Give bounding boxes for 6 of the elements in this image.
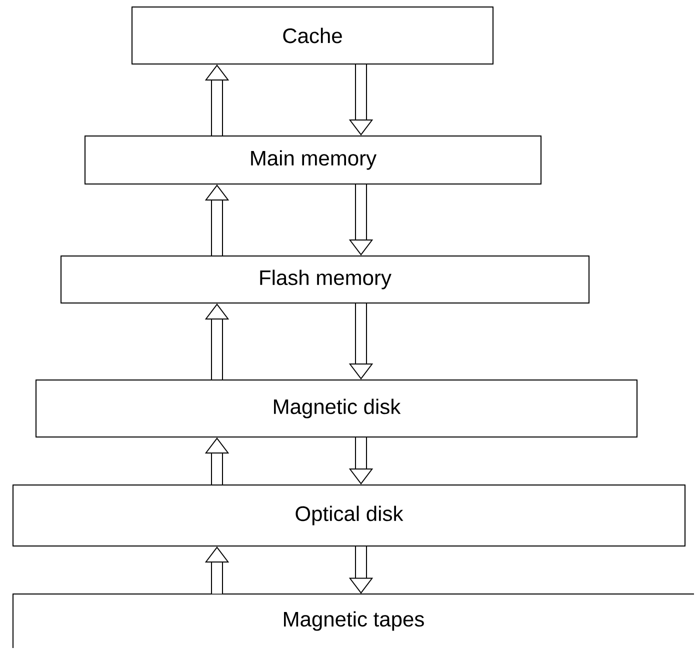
memory-box: Magnetic disk bbox=[36, 380, 638, 438]
memory-box: Magnetic tapes bbox=[12, 594, 694, 648]
memory-box: Cache bbox=[132, 6, 494, 64]
memory-box: Optical disk bbox=[12, 484, 686, 546]
memory-box: Main memory bbox=[84, 136, 542, 184]
memory-box: Flash memory bbox=[60, 256, 590, 304]
